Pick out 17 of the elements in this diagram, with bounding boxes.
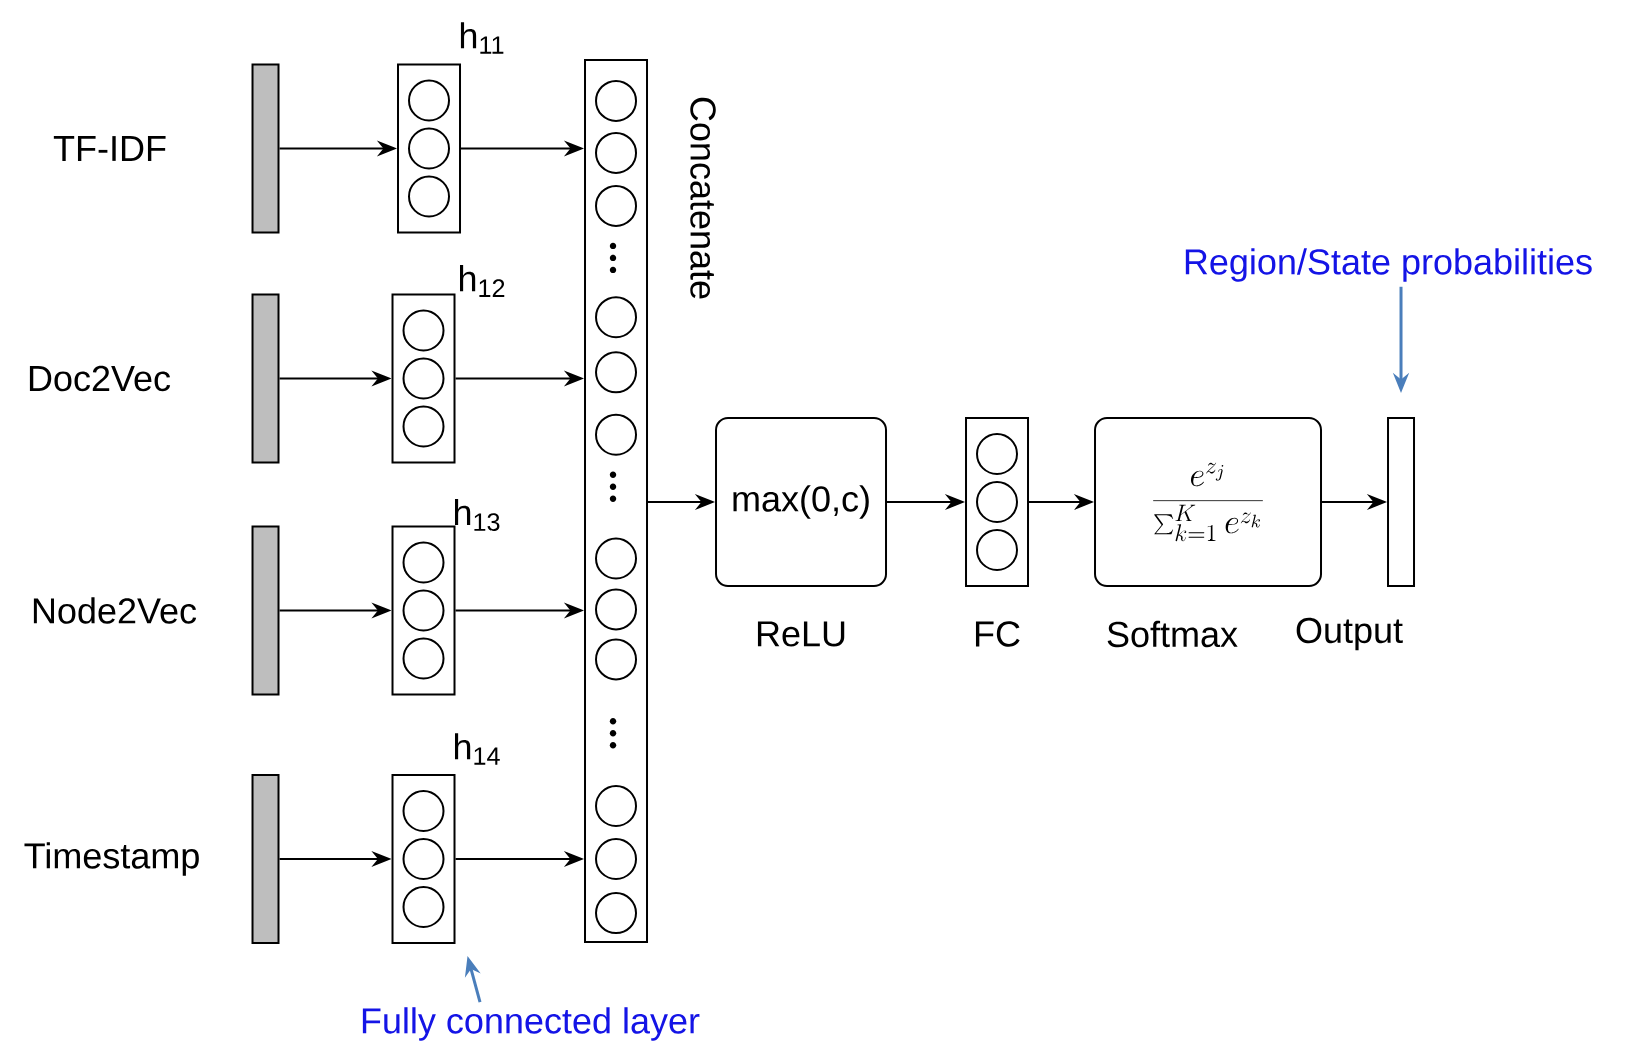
relu-box: max(0,c)	[715, 417, 887, 587]
layer-caption: Output	[1296, 617, 1403, 651]
input-label: Timestamp	[24, 842, 199, 876]
layer-caption: ReLU	[757, 621, 845, 647]
annotation-text: Region/State probabilities	[1185, 248, 1592, 282]
layer-label: h$_{13}$	[455, 498, 500, 531]
layer-label: h$_{11}$	[460, 22, 504, 54]
layer-caption: FC	[975, 621, 1020, 647]
softmax-box: $\frac{e^{z_j}}{\sum_{k=1}^{K} e^{z_k}}$	[1094, 417, 1322, 587]
input-label: Doc2Vec	[29, 365, 171, 392]
layer-label: h$_{12}$	[460, 265, 505, 297]
annotation-text: Fully connected layer	[362, 1007, 700, 1041]
layer-caption: Softmax	[1107, 620, 1238, 648]
input-label: TF-IDF	[53, 136, 166, 161]
layer-label: h$_{14}$	[455, 733, 500, 765]
input-label: Node2Vec	[33, 597, 197, 624]
concatenate-label: Concatenate	[690, 97, 716, 299]
